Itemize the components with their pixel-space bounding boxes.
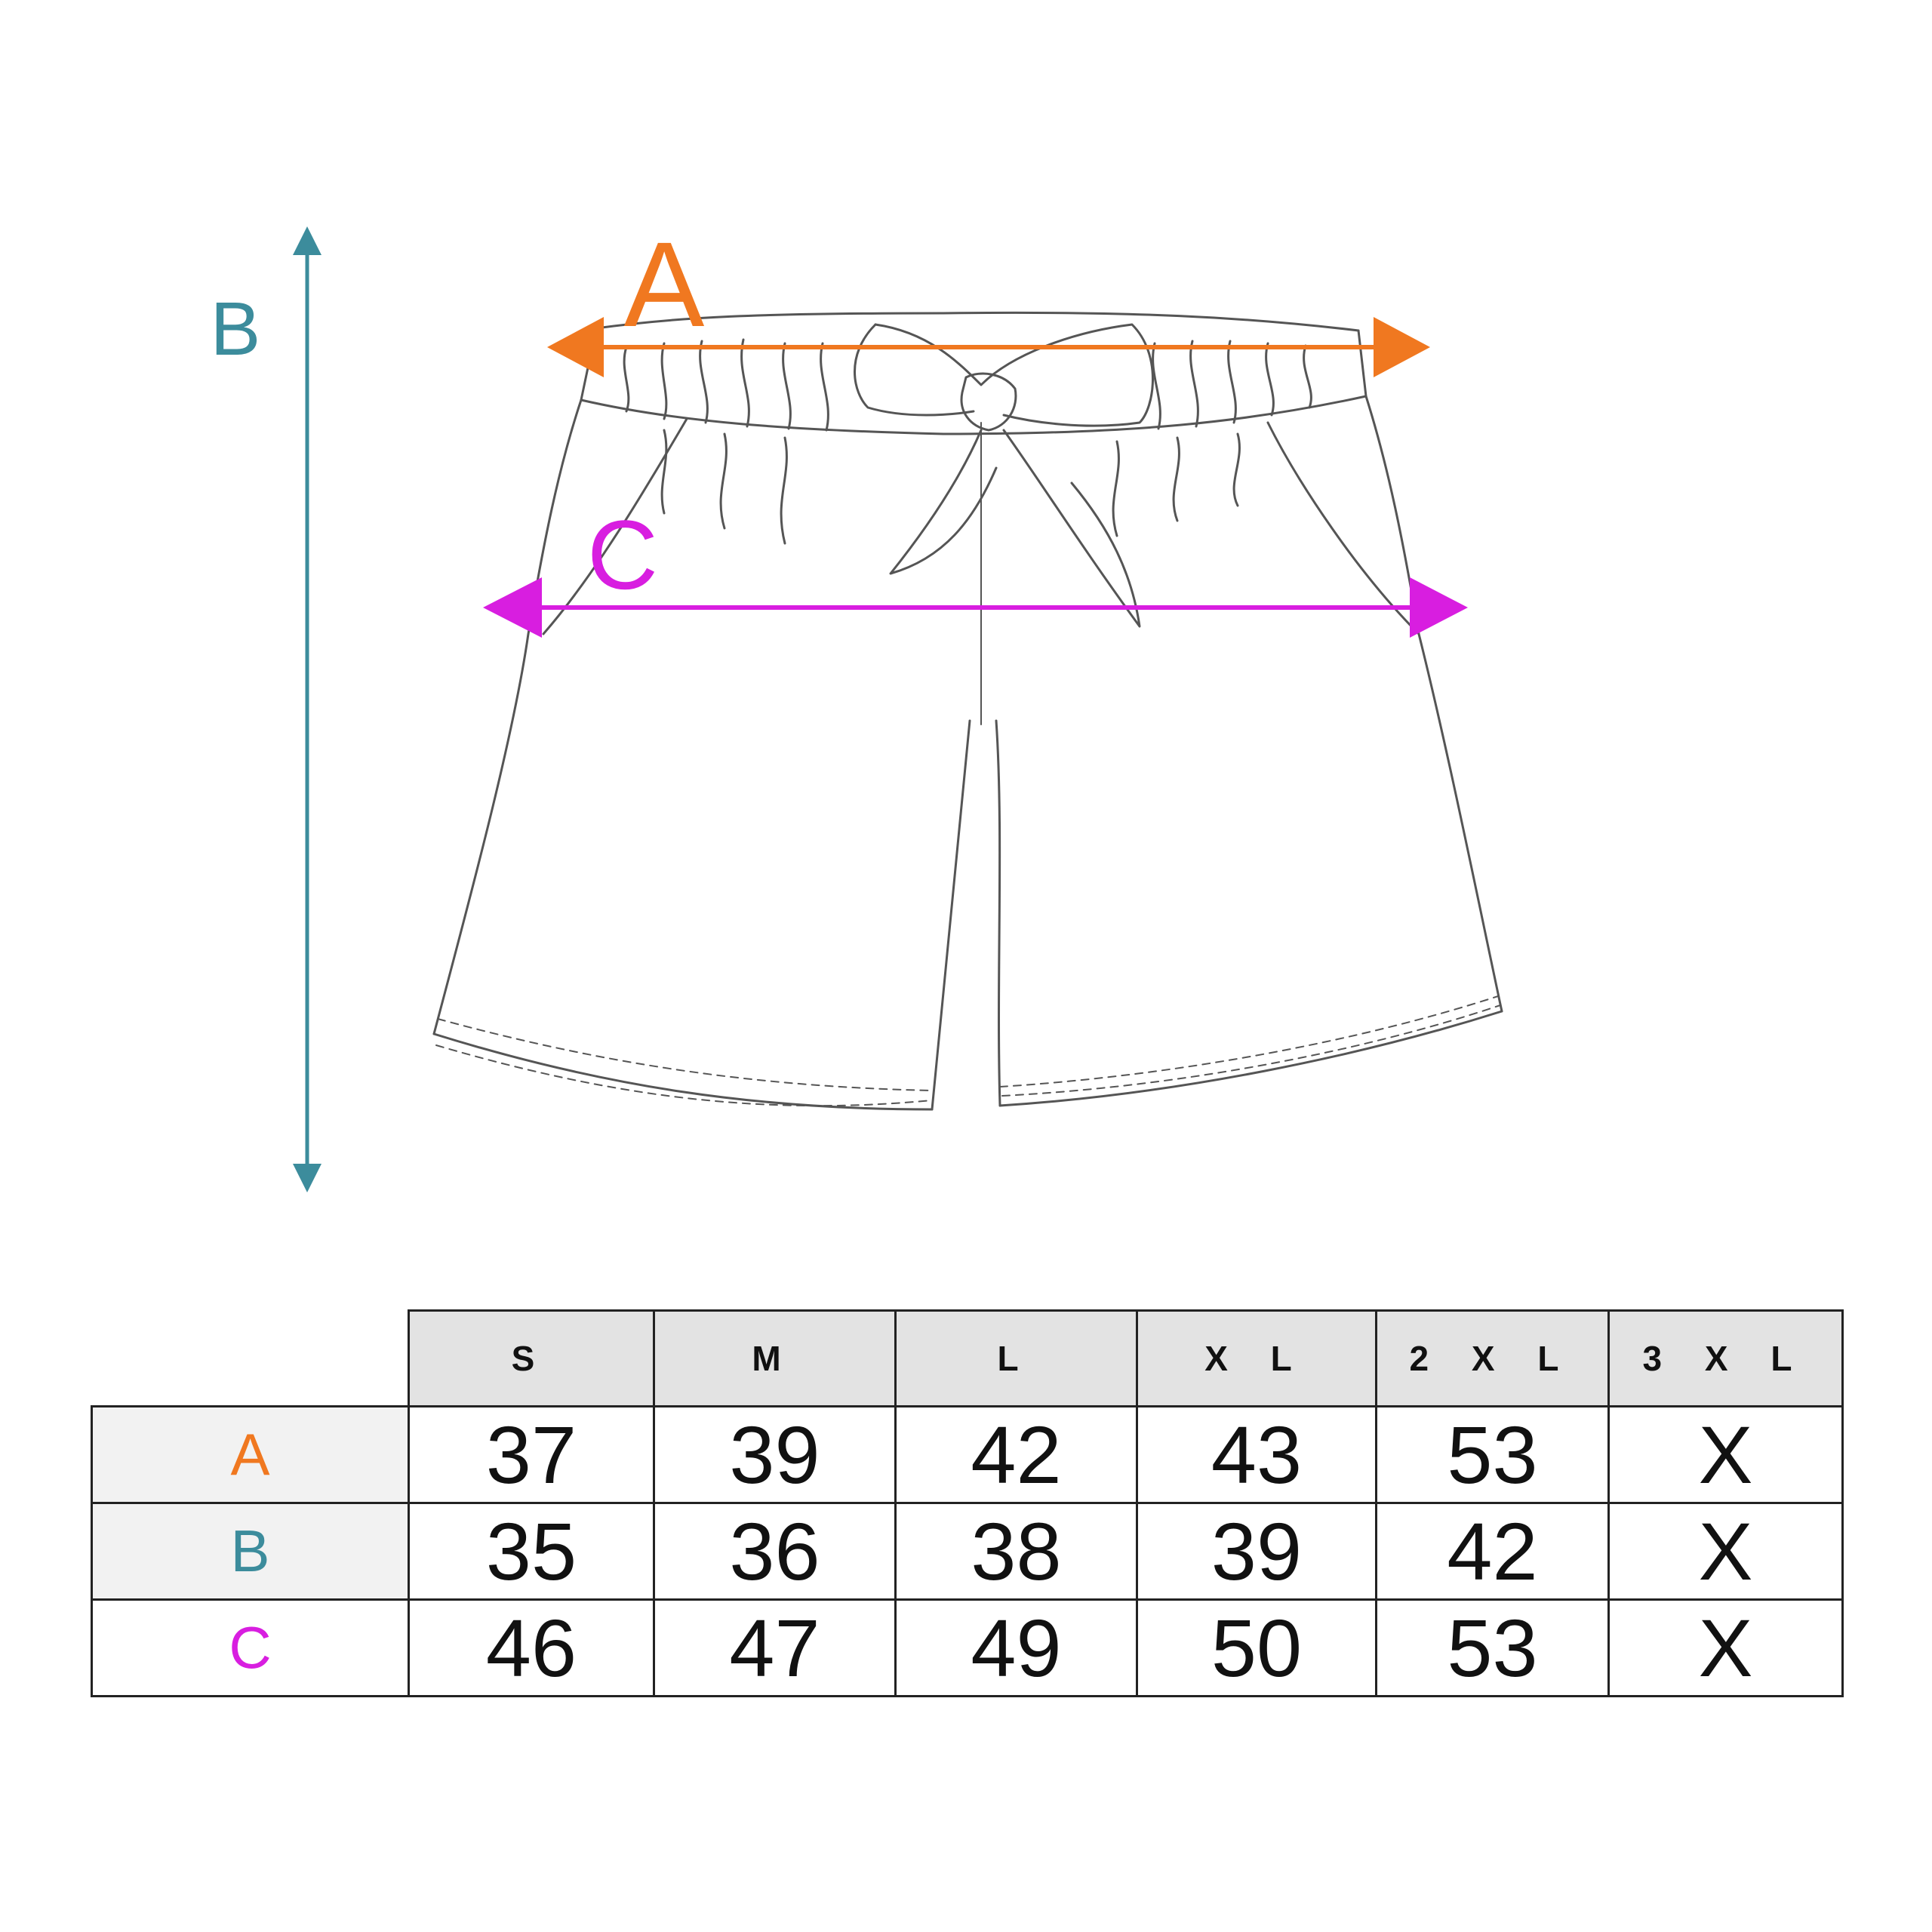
measurement-a-label: A bbox=[624, 217, 705, 352]
measurement-a-arrowhead-left bbox=[547, 317, 604, 377]
row-label-b: B bbox=[91, 1502, 410, 1601]
cell-c-s: 46 bbox=[408, 1598, 655, 1697]
cell-b-xl: 39 bbox=[1136, 1502, 1377, 1601]
cell-c-xl: 50 bbox=[1136, 1598, 1377, 1697]
cell-b-l: 38 bbox=[894, 1502, 1138, 1601]
size-header-row: S M L X L 2 X L 3 X L bbox=[91, 1309, 1844, 1407]
cell-a-l: 42 bbox=[894, 1405, 1138, 1504]
measurement-b-arrowhead-bottom bbox=[293, 1164, 321, 1192]
size-chart-table: S M L X L 2 X L 3 X L A 37 39 42 43 53 X… bbox=[91, 1309, 1844, 1697]
size-header-m: M bbox=[653, 1309, 897, 1407]
cell-a-s: 37 bbox=[408, 1405, 655, 1504]
cell-c-l: 49 bbox=[894, 1598, 1138, 1697]
cell-a-xl: 43 bbox=[1136, 1405, 1377, 1504]
measurement-c-arrowhead-left bbox=[483, 577, 542, 638]
size-header-s: S bbox=[408, 1309, 655, 1407]
measurement-a-arrowhead-right bbox=[1374, 317, 1430, 377]
cell-b-m: 36 bbox=[653, 1502, 897, 1601]
row-label-c: C bbox=[91, 1598, 410, 1697]
size-header-3xl: 3 X L bbox=[1607, 1309, 1844, 1407]
row-label-a: A bbox=[91, 1405, 410, 1504]
cell-a-m: 39 bbox=[653, 1405, 897, 1504]
measurement-b: B bbox=[211, 226, 321, 1192]
cell-c-2xl: 53 bbox=[1375, 1598, 1610, 1697]
cell-b-3xl: X bbox=[1607, 1502, 1844, 1601]
table-row-b: B 35 36 38 39 42 X bbox=[91, 1502, 1844, 1601]
cell-a-2xl: 53 bbox=[1375, 1405, 1610, 1504]
table-corner-cell bbox=[91, 1309, 410, 1407]
size-header-xl: X L bbox=[1136, 1309, 1377, 1407]
table-row-a: A 37 39 42 43 53 X bbox=[91, 1405, 1844, 1504]
measurement-c-label: C bbox=[587, 500, 658, 610]
cell-c-3xl: X bbox=[1607, 1598, 1844, 1697]
measurement-c-arrowhead-right bbox=[1410, 577, 1468, 638]
cell-b-2xl: 42 bbox=[1375, 1502, 1610, 1601]
cell-c-m: 47 bbox=[653, 1598, 897, 1697]
cell-b-s: 35 bbox=[408, 1502, 655, 1601]
shorts-measurement-diagram: A C B bbox=[211, 217, 1503, 1192]
measurement-a: A bbox=[547, 217, 1430, 377]
measurement-b-label: B bbox=[211, 287, 261, 371]
cell-a-3xl: X bbox=[1607, 1405, 1844, 1504]
measurement-b-arrowhead-top bbox=[293, 226, 321, 255]
size-header-2xl: 2 X L bbox=[1375, 1309, 1610, 1407]
shorts-outline bbox=[432, 311, 1503, 1111]
size-header-l: L bbox=[894, 1309, 1138, 1407]
table-row-c: C 46 47 49 50 53 X bbox=[91, 1598, 1844, 1697]
measurement-c: C bbox=[483, 500, 1468, 638]
